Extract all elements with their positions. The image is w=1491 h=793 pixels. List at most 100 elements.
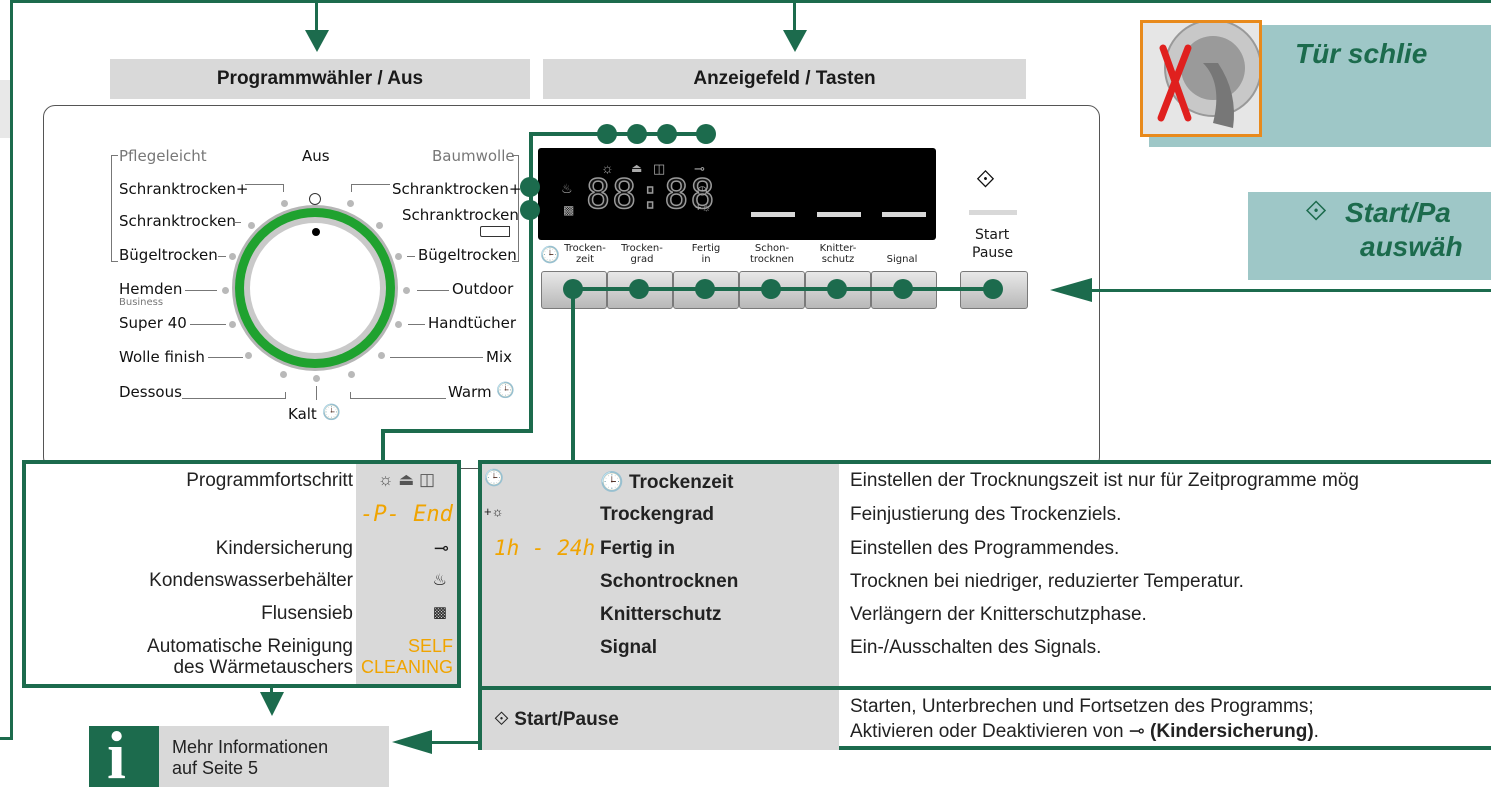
button-label-6: Signal (886, 254, 918, 265)
row2-dry-icon: +☼ (484, 504, 504, 519)
right-legend-grey-column (482, 464, 839, 686)
kalt-timer-icon: 🕒 (322, 403, 341, 421)
right-legend-bottom-grey (482, 690, 839, 750)
dial-left-bracket (111, 155, 118, 262)
connector-side-horizontal (381, 429, 533, 433)
dial-left-group: Pflegeleicht (119, 147, 207, 165)
row6-desc: Ein-/Ausschalten des Signals. (850, 637, 1102, 658)
right-program-1: Schranktrocken+ (392, 180, 522, 198)
start-panel-text1: Start/Pa (1345, 197, 1451, 228)
row5-desc: Verlängern der Knitterschutzphase. (850, 604, 1147, 625)
lead-l6 (208, 357, 243, 358)
left-program-3: Bügeltrocken (119, 246, 218, 264)
arrow-info-head (260, 692, 284, 716)
lead-bottom (316, 386, 317, 400)
start-pause-desc2-suffix: . (1313, 721, 1319, 742)
dial-right-bracket (512, 155, 519, 262)
start-pause-desc1: Starten, Unterbrechen und Fortsetzen des… (850, 696, 1314, 717)
dial-dot (348, 371, 355, 378)
lcd-dash (751, 212, 795, 217)
button-label-2: Trocken-grad (621, 243, 663, 265)
dial-dot (229, 321, 236, 328)
button-label-4: Schon-trocknen (749, 243, 795, 265)
legend-progress-label: Programmfortschritt (186, 470, 353, 491)
warm-timer-icon: 🕒 (496, 381, 515, 399)
arrow-stem-1 (315, 0, 318, 32)
lcd-icon-dry: +☼ (695, 202, 712, 214)
connector-dot (563, 279, 583, 299)
lead-l7 (182, 392, 286, 399)
right-program-6: Mix (486, 348, 512, 366)
row1-name-text: Trockenzeit (628, 472, 734, 493)
childlock-key-icon: ⊸ (1128, 721, 1151, 742)
start-pause-name: ⟐ Start/Pause (494, 709, 619, 731)
start-panel (1248, 192, 1491, 280)
dial-dot (395, 253, 402, 260)
connector-side-line (529, 134, 533, 432)
lcd-dash (882, 212, 926, 217)
left-program-1: Schranktrocken+ (119, 180, 249, 198)
connector-dot (983, 279, 1003, 299)
left-legend-table: Programmfortschritt ☼ ⏏ ◫ -P- End Kinder… (22, 460, 461, 688)
lcd-icon-filter: ▩ (563, 203, 575, 217)
row1-desc: Einstellen der Trocknungszeit ist nur fü… (850, 470, 1359, 491)
start-led (969, 210, 1017, 215)
door-text: Tür schlie (1295, 38, 1428, 69)
start-pause-symbol-icon: ⟐ (494, 709, 515, 730)
legend-condensate-symbol: ♨ (432, 572, 447, 589)
connector-dot (520, 177, 540, 197)
dial-face (250, 223, 380, 353)
frame-left-bar (0, 80, 10, 138)
legend-cleaning-symbol2: CLEANING (360, 657, 453, 677)
right-legend-divider (482, 686, 1491, 690)
legend-filter-symbol: ▩ (432, 604, 447, 621)
legend-childlock-symbol: ⊸ (433, 538, 449, 558)
legend-end-symbol: -P- End (360, 502, 453, 527)
connector-dot (520, 200, 540, 220)
dial-dot (248, 222, 255, 229)
start-pause-desc2: Aktivieren oder Deaktivieren von ⊸ (Kind… (850, 720, 1319, 743)
right-program-3: Bügeltrocken (418, 246, 517, 264)
button-label-1: Trocken-zeit (564, 243, 606, 265)
connector-dot (827, 279, 847, 299)
dial-dot (222, 287, 229, 294)
arrow-info-line (430, 741, 480, 744)
legend-cleaning-label: Automatische Reinigung (147, 636, 353, 657)
connector-dot (657, 124, 677, 144)
row6-name: Signal (600, 637, 658, 658)
button-label-5: Knitter-schutz (819, 243, 857, 265)
lcd-display (538, 148, 936, 240)
connector-dot (696, 124, 716, 144)
frame-left-line (10, 0, 13, 740)
lcd-icon-iron: ⏏ (631, 161, 643, 175)
lead-r6 (390, 357, 483, 358)
row2-name: Trockengrad (600, 504, 715, 525)
legend-childlock-label: Kindersicherung (215, 538, 353, 559)
dial-dot (376, 222, 383, 229)
start-panel-icon: ⟐ (1305, 195, 1328, 226)
lcd-digits: 88:88 (585, 171, 717, 219)
left-program-7: Dessous (119, 383, 182, 401)
dial-bottom-label: Kalt (288, 405, 317, 423)
lead-l3 (218, 256, 226, 257)
left-program-6: Wolle finish (119, 348, 205, 366)
pause-label: Pause (972, 245, 1014, 261)
legend-progress-symbol: ☼ ⏏ ◫ (377, 470, 436, 489)
legend-filter-label: Flusensieb (261, 603, 353, 624)
connector-dot (597, 124, 617, 144)
dial-dot (403, 287, 410, 294)
info-icon-box (89, 726, 159, 787)
right-program-7: Warm (448, 383, 492, 401)
row4-desc: Trocknen bei niedriger, reduzierter Temp… (850, 571, 1244, 592)
row1-name-clock-icon: 🕒 (600, 472, 629, 493)
start-pause-desc2-prefix: Aktivieren oder Deaktivieren von (850, 721, 1129, 742)
lead-r5 (408, 324, 425, 325)
right-program-2-icon (480, 226, 510, 237)
start-pause-name-text: Start/Pause (514, 709, 619, 730)
row3-name: Fertig in (600, 538, 675, 559)
arrow-head-2 (783, 30, 807, 52)
lead-r7 (350, 392, 446, 399)
dial-top-label: Aus (302, 147, 330, 165)
header-display-keys: Anzeigefeld / Tasten (543, 59, 1026, 99)
left-program-2: Schranktrocken (119, 212, 236, 230)
